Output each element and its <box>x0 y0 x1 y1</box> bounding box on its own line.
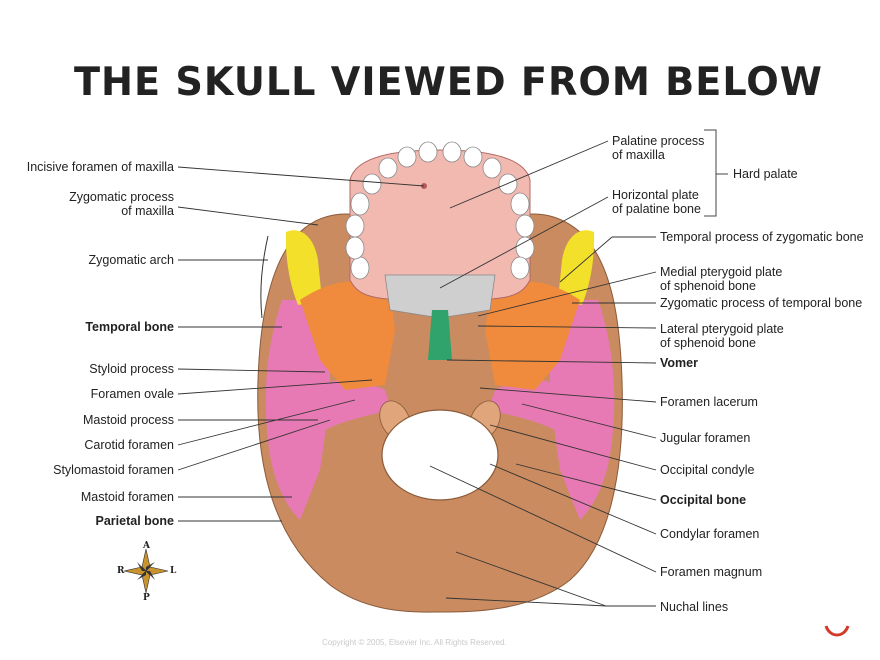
label-parietal-bone: Parietal bone <box>95 514 175 528</box>
label-temporal-process-zygomatic: Temporal process of zygomatic bone <box>660 230 864 244</box>
label-occipital-bone: Occipital bone <box>660 493 747 507</box>
horizontal-plate <box>384 274 496 319</box>
label-zygomatic-process-maxilla-line2: of maxilla <box>121 204 174 218</box>
leader-lines-left <box>177 166 425 522</box>
foramen-magnum <box>381 409 499 501</box>
upper-teeth <box>345 141 535 280</box>
label-mastoid-foramen: Mastoid foramen <box>80 490 174 504</box>
label-hard-palate: Hard palate <box>733 167 798 181</box>
label-foramen-magnum: Foramen magnum <box>660 565 763 579</box>
label-foramen-lacerum: Foramen lacerum <box>660 395 758 409</box>
label-jugular-foramen: Jugular foramen <box>660 431 751 445</box>
compass-left: L <box>170 566 177 576</box>
label-stylomastoid-foramen: Stylomastoid foramen <box>53 463 174 477</box>
vomer <box>428 310 452 360</box>
zygomatic-arch-bracket <box>260 235 269 319</box>
compass-anterior: A <box>143 541 150 551</box>
temporal-bone-left <box>550 300 615 520</box>
slide-title: THE SKULL VIEWED FROM BELOW <box>74 60 823 105</box>
label-zygomatic-process-temporal: Zygomatic process of temporal bone <box>660 296 863 310</box>
label-temporal-bone: Temporal bone <box>85 320 174 334</box>
label-mastoid-process: Mastoid process <box>82 413 174 427</box>
label-zygomatic-process-maxilla-line1: Zygomatic process <box>69 190 174 204</box>
leader-lines-right <box>429 140 657 607</box>
temporal-bone-right <box>265 300 330 520</box>
label-occipital-condyle: Occipital condyle <box>660 463 755 477</box>
label-zygomatic-arch: Zygomatic arch <box>88 253 174 267</box>
copyright-notice: Copyright © 2005, Elsevier Inc. All Righ… <box>322 638 507 647</box>
label-lateral-pterygoid-line2: of sphenoid bone <box>660 336 756 350</box>
hard-palate-bracket <box>704 129 728 217</box>
label-lateral-pterygoid-line1: Lateral pterygoid plate <box>660 322 784 336</box>
sphenoid-right <box>300 281 395 390</box>
label-palatine-process-line1: Palatine process <box>612 134 705 148</box>
label-medial-pterygoid-line1: Medial pterygoid plate <box>660 265 783 279</box>
label-carotid-foramen: Carotid foramen <box>84 438 174 452</box>
label-horizontal-plate-line2: of palatine bone <box>612 202 701 216</box>
label-vomer: Vomer <box>660 356 698 370</box>
label-medial-pterygoid-line2: of sphenoid bone <box>660 279 756 293</box>
label-nuchal-lines: Nuchal lines <box>660 600 729 614</box>
label-condylar-foramen: Condylar foramen <box>660 527 760 541</box>
label-horizontal-plate-line1: Horizontal plate <box>612 188 699 202</box>
compass-posterior: P <box>143 593 150 603</box>
label-foramen-ovale: Foramen ovale <box>90 387 174 401</box>
label-incisive-foramen: Incisive foramen of maxilla <box>26 160 174 174</box>
compass-right: R <box>117 566 125 576</box>
corner-logo-icon <box>824 625 850 637</box>
label-palatine-process-line2: of maxilla <box>612 148 665 162</box>
petrous-right <box>318 379 392 430</box>
label-styloid-process: Styloid process <box>89 362 174 376</box>
zygomatic-bone-right <box>285 230 322 305</box>
compass-rose-icon <box>123 548 169 594</box>
